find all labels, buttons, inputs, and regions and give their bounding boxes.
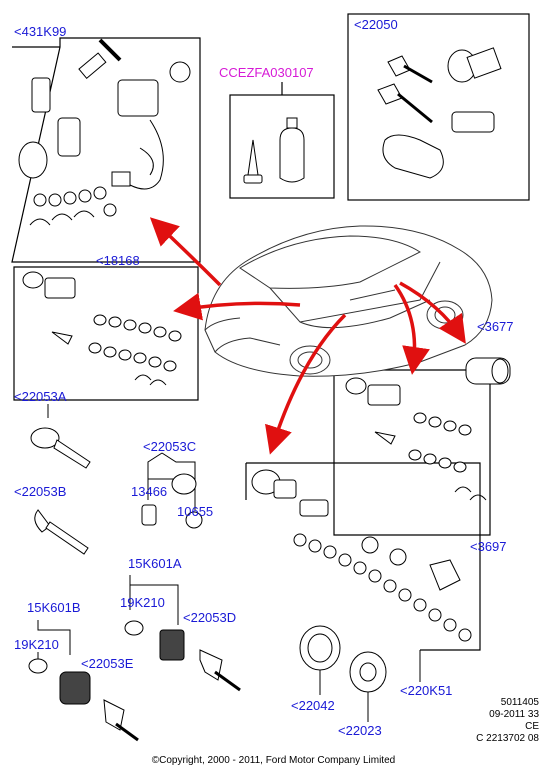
callout-3697[interactable]: <3697 xyxy=(470,539,507,554)
callout-22023[interactable]: <22023 xyxy=(338,723,382,738)
group-frame-18168 xyxy=(13,266,199,401)
info-block: 5011405 09-2011 33 CE C 2213702 08 xyxy=(476,697,539,745)
copyright-text: ©Copyright, 2000 - 2011, Ford Motor Comp… xyxy=(151,755,396,766)
parts-431k99 xyxy=(18,38,191,226)
parts-22050 xyxy=(377,47,502,179)
callout-13466[interactable]: 13466 xyxy=(131,484,168,499)
callout-18168[interactable]: <18168 xyxy=(96,253,140,268)
group-frame-22050 xyxy=(347,13,530,201)
info-line-4: C 2213702 08 xyxy=(476,733,539,744)
callout-15k601a[interactable]: 15K601A xyxy=(128,556,182,571)
info-line-3: CE xyxy=(525,721,539,732)
group-frame-220k51 xyxy=(245,462,481,651)
part-3677 xyxy=(465,357,511,385)
group-frame-3697 xyxy=(333,369,491,536)
callout-19k210-a[interactable]: 19K210 xyxy=(120,595,165,610)
callout-15k601b[interactable]: 15K601B xyxy=(27,600,81,615)
parts-220k51 xyxy=(251,469,472,693)
callout-22053d[interactable]: <22053D xyxy=(183,610,237,625)
car-illustration xyxy=(204,225,493,377)
callout-220k51[interactable]: <220K51 xyxy=(400,683,453,698)
parts-ccezfa xyxy=(243,117,305,184)
group-frame-ccezfa xyxy=(229,82,335,199)
callout-22053a[interactable]: <22053A xyxy=(14,389,67,404)
callout-22053c[interactable]: <22053C xyxy=(143,439,197,454)
callout-10655[interactable]: 10655 xyxy=(177,504,214,519)
parts-18168 xyxy=(22,271,182,386)
parts-left-column xyxy=(28,427,241,742)
info-line-2: 09-2011 33 xyxy=(489,709,539,720)
callout-431k99[interactable]: <431K99 xyxy=(14,24,67,39)
info-line-1: 5011405 xyxy=(500,697,539,708)
callout-3677[interactable]: <3677 xyxy=(477,319,514,334)
callout-22050[interactable]: <22050 xyxy=(354,17,398,32)
callout-19k210-b[interactable]: 19K210 xyxy=(14,637,59,652)
group-frame-431k99 xyxy=(11,37,201,263)
parts-3697 xyxy=(345,377,487,501)
red-arrows xyxy=(149,217,466,455)
callout-22053b[interactable]: <22053B xyxy=(14,484,67,499)
callout-ccezfa030107[interactable]: CCEZFA030107 xyxy=(219,65,314,80)
callout-22042[interactable]: <22042 xyxy=(291,698,335,713)
callout-22053e[interactable]: <22053E xyxy=(81,656,134,671)
